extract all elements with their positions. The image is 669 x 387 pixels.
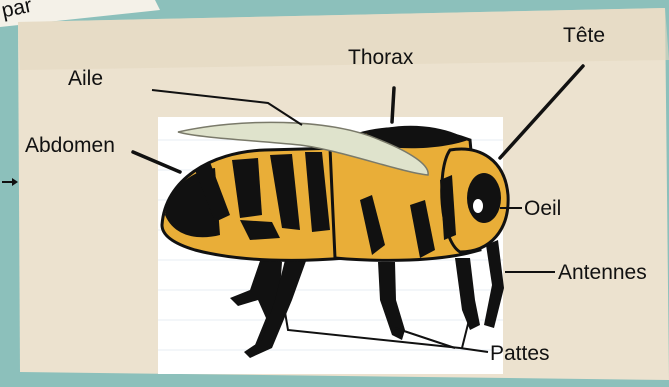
label-abdomen: Abdomen [25,134,115,157]
label-thorax: Thorax [348,46,414,69]
label-pattes: Pattes [490,342,550,365]
label-oeil: Oeil [524,197,561,220]
label-antennes: Antennes [558,261,647,284]
label-tete: Tête [563,24,605,47]
bee-eye [467,173,501,223]
label-aile: Aile [68,67,103,90]
